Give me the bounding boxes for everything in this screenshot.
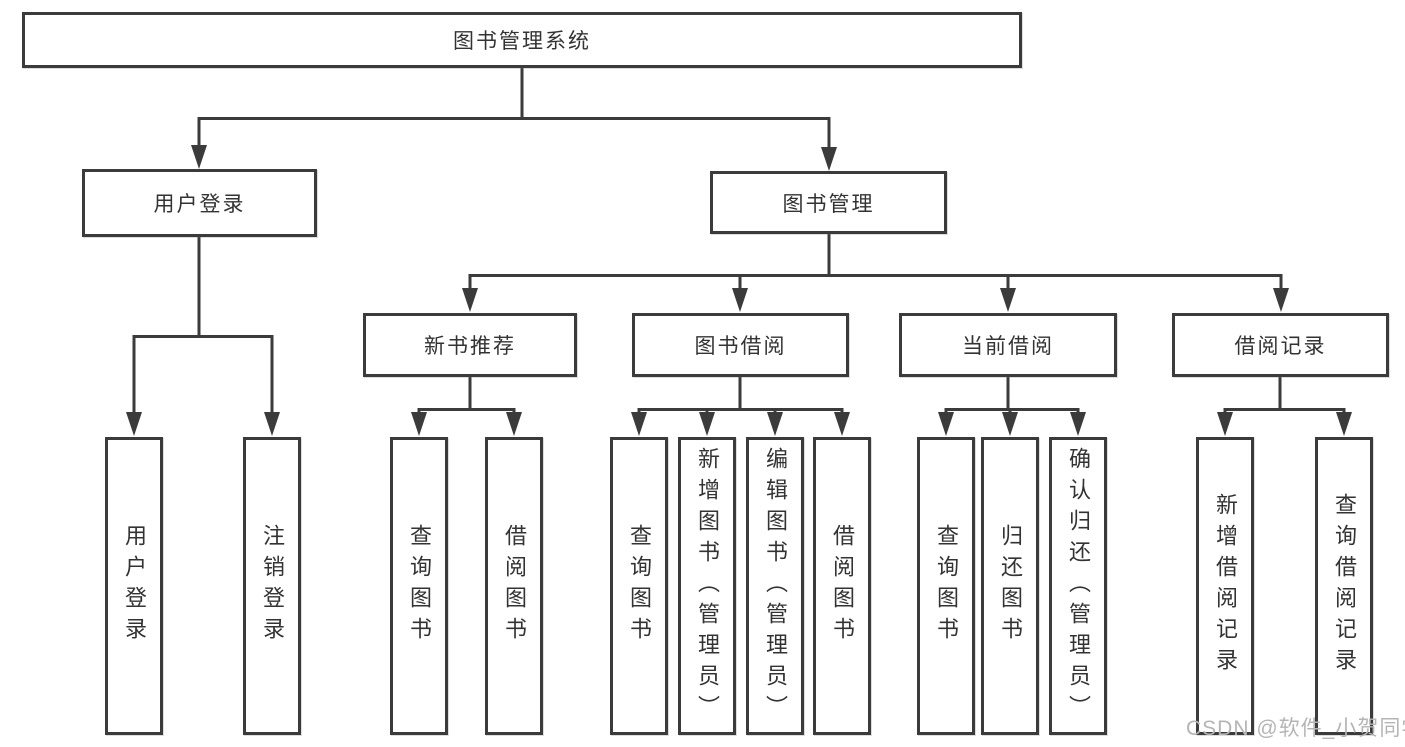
leaf-logout: 注销登录 (243, 437, 301, 735)
node-new-book-recommend: 新书推荐 (363, 313, 577, 377)
leaf-add-borrow-record: 新增借阅记录 (1196, 437, 1254, 735)
node-new-book-recommend-label: 新书推荐 (424, 335, 516, 358)
leaf-user-login-label: 用户登录 (122, 524, 147, 648)
leaf-query-books-borrowing: 查询图书 (610, 437, 668, 735)
leaf-edit-books-admin: 编辑图书（管理员） (746, 437, 804, 735)
tree-edges (132, 68, 1346, 420)
leaf-user-login: 用户登录 (105, 437, 163, 735)
node-borrowing-records-label: 借阅记录 (1234, 335, 1327, 358)
leaf-return-books: 归还图书 (981, 437, 1039, 735)
node-book-borrowing-label: 图书借阅 (694, 335, 787, 358)
node-borrowing-records: 借阅记录 (1172, 313, 1389, 377)
leaf-query-books-current: 查询图书 (917, 437, 975, 735)
leaf-query-books-recommend: 查询图书 (390, 437, 448, 735)
leaf-return-books-label: 归还图书 (998, 524, 1023, 648)
csdn-watermark: CSDN @软件_小贺同学 (1186, 717, 1405, 740)
leaf-borrow-books-recommend: 借阅图书 (485, 437, 543, 735)
leaf-query-borrow-record: 查询借阅记录 (1315, 437, 1373, 735)
node-library-system: 图书管理系统 (22, 12, 1022, 68)
node-user-login-label: 用户登录 (153, 193, 246, 216)
leaf-add-books-admin-label: 新增图书（管理员） (695, 446, 720, 726)
leaf-borrow-books-borrowing: 借阅图书 (813, 437, 871, 735)
leaf-confirm-return-admin-label: 确认归还（管理员） (1066, 446, 1091, 726)
node-current-borrowing: 当前借阅 (899, 313, 1117, 377)
node-user-login: 用户登录 (82, 169, 317, 237)
leaf-edit-books-admin-label: 编辑图书（管理员） (763, 446, 788, 726)
leaf-query-books-recommend-label: 查询图书 (407, 524, 432, 648)
node-library-system-label: 图书管理系统 (453, 30, 591, 53)
node-book-borrowing: 图书借阅 (632, 313, 849, 377)
leaf-logout-label: 注销登录 (260, 524, 285, 648)
leaf-query-books-borrowing-label: 查询图书 (627, 524, 652, 648)
leaf-add-borrow-record-label: 新增借阅记录 (1213, 493, 1238, 679)
leaf-confirm-return-admin: 确认归还（管理员） (1049, 437, 1107, 735)
node-current-borrowing-label: 当前借阅 (962, 335, 1054, 358)
leaf-query-borrow-record-label: 查询借阅记录 (1332, 493, 1357, 679)
node-book-management: 图书管理 (710, 171, 947, 234)
leaf-add-books-admin: 新增图书（管理员） (678, 437, 736, 735)
leaf-borrow-books-borrowing-label: 借阅图书 (830, 524, 855, 648)
leaf-query-books-current-label: 查询图书 (934, 524, 959, 648)
arrowheads (126, 145, 1352, 436)
node-book-management-label: 图书管理 (782, 192, 875, 216)
leaf-borrow-books-recommend-label: 借阅图书 (502, 524, 527, 648)
